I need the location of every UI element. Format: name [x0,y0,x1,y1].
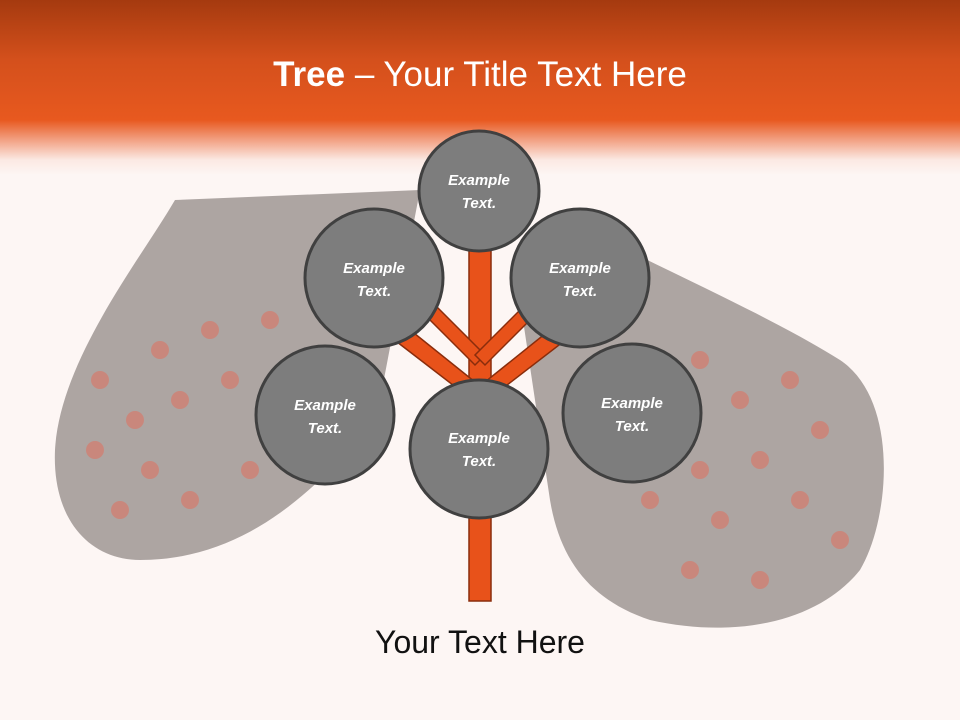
node-upper-right-line2: Text. [563,283,597,300]
node-top-line2: Text. [462,195,496,212]
slide-title: Tree – Your Title Text Here [0,55,960,95]
node-center-line1: Example [448,430,510,447]
node-upper-left-line2: Text. [357,283,391,300]
node-upper-right: Example Text. [509,207,651,349]
node-lower-right-line1: Example [601,395,663,412]
node-top-line1: Example [448,172,510,189]
node-lower-left-line1: Example [294,397,356,414]
footer-text: Your Text Here [375,624,585,660]
node-center: Example Text. [408,378,550,520]
title-bold: Tree [273,55,346,94]
node-lower-left-line2: Text. [308,420,342,437]
node-lower-right: Example Text. [561,342,703,484]
node-upper-right-line1: Example [549,260,611,277]
node-upper-left: Example Text. [303,207,445,349]
node-upper-left-line1: Example [343,260,405,277]
title-rest: – Your Title Text Here [345,55,687,94]
node-lower-right-line2: Text. [615,418,649,435]
node-center-line2: Text. [462,453,496,470]
node-top: Example Text. [417,129,541,253]
node-lower-left: Example Text. [254,344,396,486]
